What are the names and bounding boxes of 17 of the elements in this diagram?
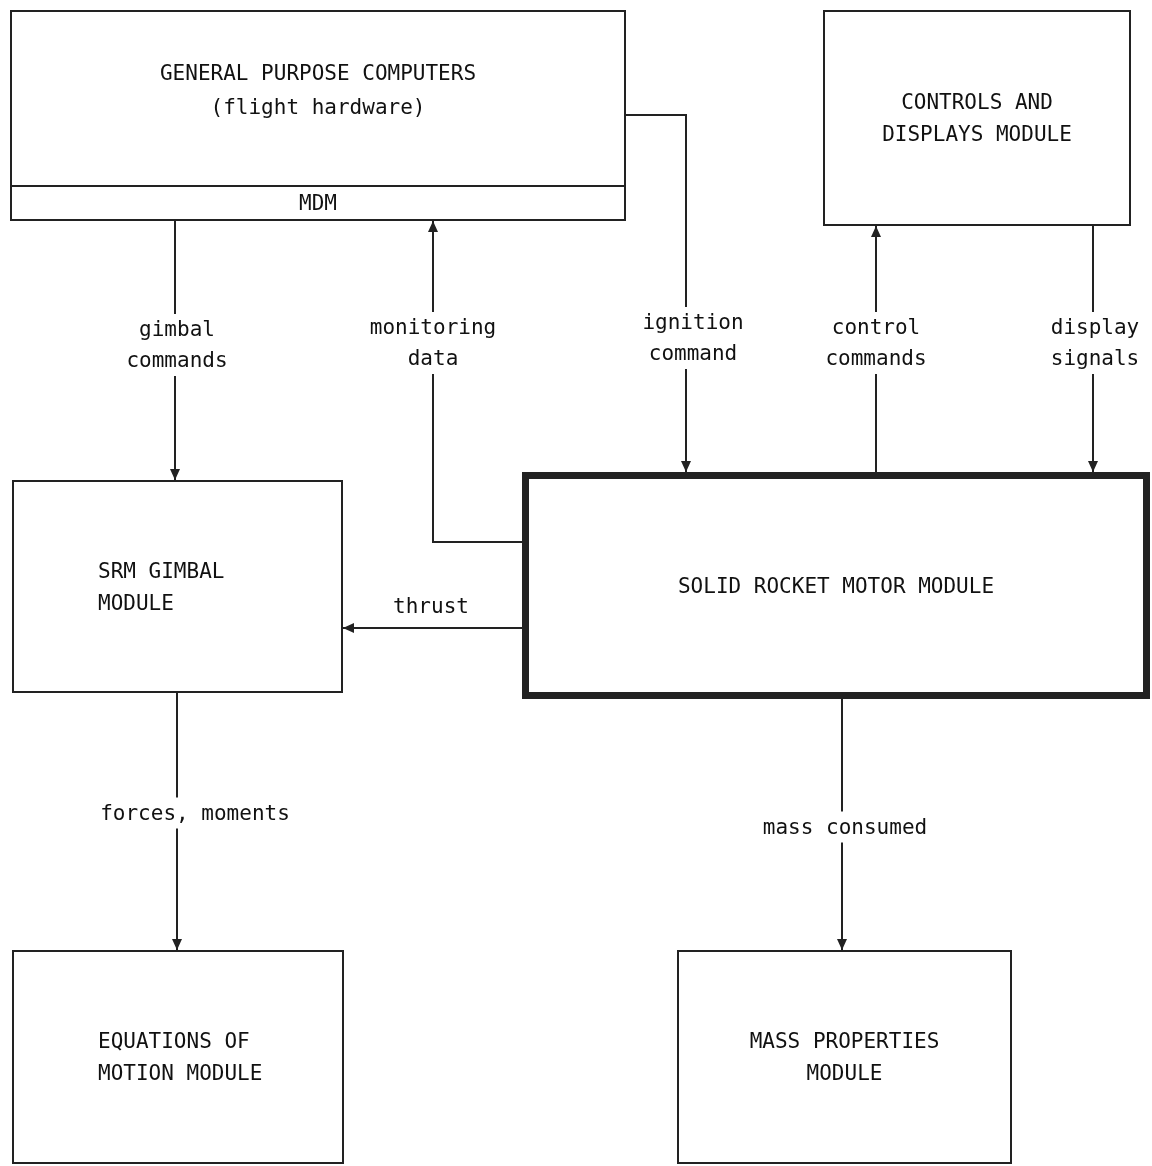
node-title: MDM [298, 190, 338, 217]
node-title: CONTROLS AND DISPLAYS MODULE [881, 89, 1073, 148]
module-box [12, 950, 344, 1164]
node-title: GENERAL PURPOSE COMPUTERS [158, 60, 478, 87]
module-box [823, 10, 1131, 226]
module-box [12, 480, 343, 693]
node-title: SRM GIMBAL MODULE [98, 557, 226, 617]
node-title: EQUATIONS OF MOTION MODULE [98, 1028, 264, 1087]
node-title: SOLID ROCKET MOTOR MODULE [676, 572, 996, 600]
node-subtitle: (flight hardware) [209, 94, 427, 121]
node-title: MASS PROPERTIES MODULE [748, 1028, 941, 1087]
edge-label: thrust [392, 592, 470, 620]
arrow [342, 623, 523, 633]
arrow [172, 692, 182, 951]
module-box [522, 472, 1150, 699]
computer-box [10, 10, 626, 221]
module-box [677, 950, 1012, 1164]
